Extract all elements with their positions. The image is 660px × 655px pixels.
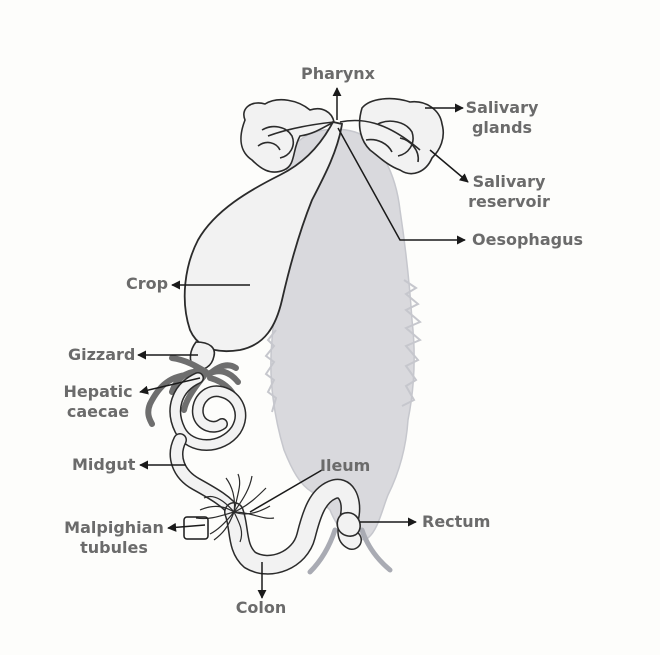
arrow-malpighian [167, 522, 206, 532]
label-malpighian-tubules-line1: Malpighian [64, 518, 164, 537]
label-oesophagus: Oesophagus [472, 230, 583, 249]
salivary-gland-left [240, 98, 335, 173]
arrow-hepatic-caecae [139, 377, 201, 395]
salivary-duct-right [339, 119, 421, 151]
line-ileum [249, 469, 323, 513]
label-salivary-glands-line1: Salivary [465, 98, 539, 117]
label-salivary-reservoir: Salivary reservoir [464, 172, 554, 212]
rectum [336, 511, 361, 537]
label-hepatic-caecae-line1: Hepatic [63, 382, 133, 401]
malpighian-tubules [195, 473, 275, 543]
abdomen-segments [401, 279, 422, 407]
label-salivary-reservoir-line2: reservoir [468, 192, 550, 211]
malpighian-bracket [183, 516, 209, 540]
label-salivary-reservoir-line1: Salivary [472, 172, 546, 191]
label-salivary-glands-line2: glands [471, 118, 533, 137]
arrow-salivary-reservoir [429, 149, 469, 183]
label-hepatic-caecae: Hepatic caecae [58, 382, 138, 422]
label-hepatic-caecae-line2: caecae [66, 402, 130, 421]
label-salivary-glands: Salivary glands [460, 98, 544, 138]
label-crop: Crop [126, 274, 169, 293]
label-pharynx: Pharynx [301, 64, 375, 83]
cerci-right [359, 527, 393, 573]
label-ileum: Ileum [320, 456, 371, 475]
label-malpighian-tubules-line2: tubules [80, 538, 148, 557]
label-colon: Colon [235, 598, 287, 617]
salivary-duct-left [267, 121, 335, 137]
midgut-fill [170, 373, 245, 450]
label-gizzard: Gizzard [68, 345, 136, 364]
leader-lines [137, 87, 469, 599]
midgut-tube-fill [171, 434, 240, 518]
arrow-oesophagus [337, 127, 466, 245]
abdomen-segments-left [264, 329, 278, 413]
hepatic-caecae [145, 355, 241, 427]
label-rectum: Rectum [422, 512, 491, 531]
label-midgut: Midgut [72, 455, 136, 474]
label-malpighian-tubules: Malpighian tubules [58, 518, 170, 558]
cerci-left [307, 527, 338, 575]
